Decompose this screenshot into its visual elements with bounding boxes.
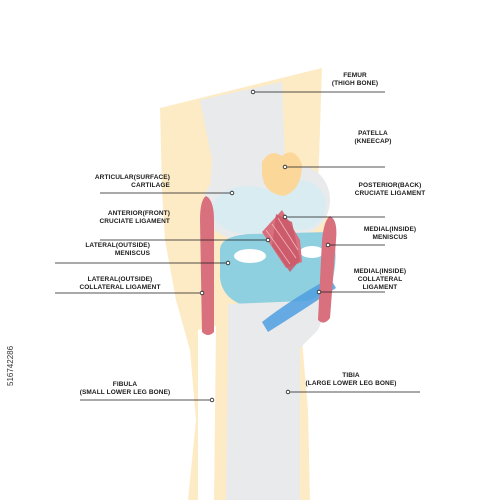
lateral-collateral-ligament: [200, 196, 214, 335]
articular-cartilage-lateral: [212, 186, 284, 234]
patella-bone: [262, 152, 302, 196]
label-patella: PATELLA (KNEECAP): [354, 130, 392, 145]
label-lateral-meniscus: LATERAL(OUTSIDE) MENISCUS: [85, 242, 150, 257]
label-medial-collateral: MEDIAL(INSIDE) COLLATERAL LIGAMENT: [353, 268, 407, 291]
leader-dots: [199, 89, 331, 403]
meniscus-hole-medial: [300, 246, 324, 258]
leader-lines: [55, 91, 420, 401]
watermark-id: 516742286: [6, 345, 15, 386]
label-anterior-cruciate: ANTERIOR(FRONT) CRUCIATE LIGAMENT: [99, 210, 170, 225]
cruciate-fibers: [265, 217, 299, 265]
label-femur: FEMUR (THIGH BONE): [331, 72, 379, 87]
meniscus-hole-lateral: [234, 249, 266, 263]
tibia-bone: [226, 300, 330, 500]
label-tibia: TIBIA (LARGE LOWER LEG BONE): [305, 372, 397, 387]
label-posterior-cruciate: POSTERIOR(BACK) CRUCIATE LIGAMENT: [354, 182, 426, 197]
label-fibula: FIBULA (SMALL LOWER LEG BONE): [79, 381, 171, 396]
medial-collateral-ligament: [318, 216, 337, 323]
label-lateral-collateral: LATERAL(OUTSIDE) COLLATERAL LIGAMENT: [79, 276, 161, 291]
fibula-bone: [198, 326, 216, 500]
label-articular-cartilage: ARTICULAR(SURFACE) CARTILAGE: [94, 174, 170, 189]
label-medial-meniscus: MEDIAL(INSIDE) MENISCUS: [363, 226, 417, 241]
posterior-cruciate-ligament: [272, 214, 300, 272]
